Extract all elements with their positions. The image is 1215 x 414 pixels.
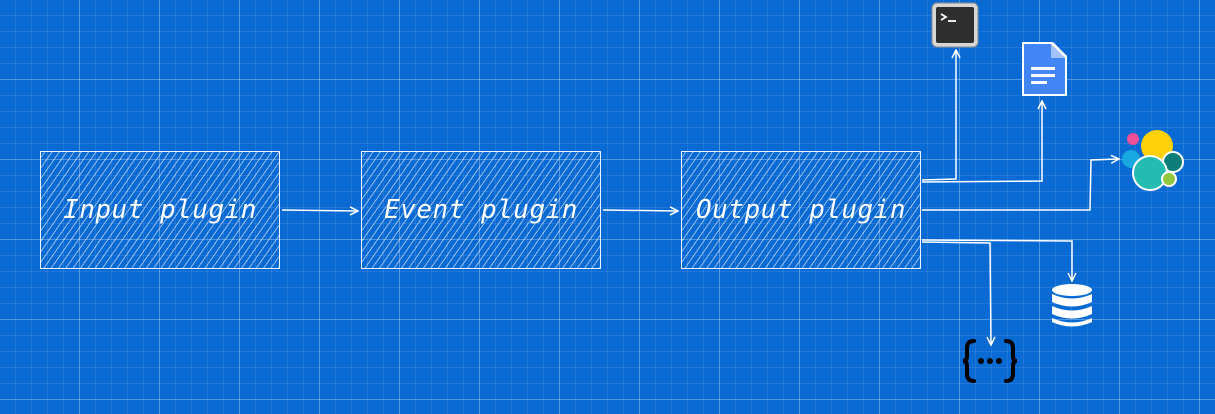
elasticsearch-logo-icon — [1122, 130, 1184, 191]
json-braces-icon — [962, 339, 1018, 383]
file-document-icon — [1022, 42, 1067, 96]
arrow-output-to-database — [921, 239, 1072, 280]
database-icon — [1052, 284, 1092, 327]
event-plugin-box[interactable]: Event plugin — [361, 151, 601, 269]
output-plugin-label: Output plugin — [696, 195, 906, 225]
output-plugin-box[interactable]: Output plugin — [681, 151, 921, 269]
terminal-icon — [931, 2, 979, 48]
arrow-output-to-elasticsearch — [922, 159, 1118, 211]
event-plugin-label: Event plugin — [384, 195, 578, 225]
input-plugin-label: Input plugin — [63, 195, 257, 225]
arrow-output-to-file — [921, 102, 1042, 183]
arrow-output-to-terminal — [921, 51, 956, 181]
arrow-event-to-output — [602, 210, 677, 211]
arrow-input-to-event — [281, 210, 357, 211]
input-plugin-box[interactable]: Input plugin — [40, 151, 280, 269]
arrow-output-to-json — [921, 241, 991, 344]
